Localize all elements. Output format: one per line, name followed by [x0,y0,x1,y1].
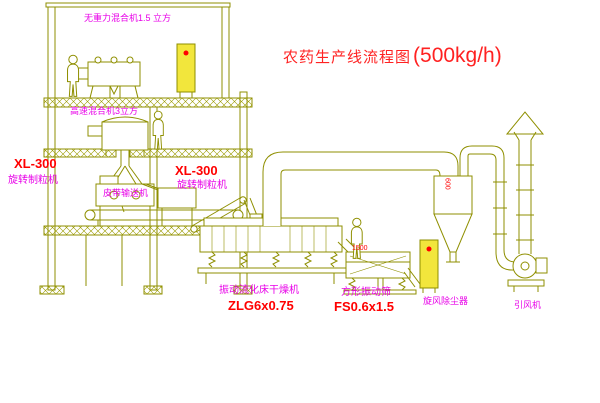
label-high-speed-mixer: 高速混合机3立方 [70,106,139,116]
label-granulator-left-model: XL-300 [14,156,57,171]
gravity-mixer [75,56,141,99]
cyclone-separator [433,175,473,263]
control-cabinet-right [419,239,439,293]
label-fan: 引风机 [514,300,542,310]
label-vibrating-sieve-model: FS0.6x1.5 [334,299,394,314]
exhaust-duct [262,151,459,226]
label-vibrating-sieve: 方形振动筛 [341,287,391,298]
label-cyclone: 旋风除尘器 [423,296,469,306]
control-cabinet-top [176,43,196,98]
exhaust-stack [505,111,545,254]
label-fluid-bed-dryer: 振动流化床干燥机 [219,285,299,296]
diagram-title-capacity: (500kg/h) [413,44,502,67]
annotation-duct-dim: 600 [443,178,451,190]
person-figure-1 [67,54,80,97]
diagram-title-text: 农药生产线流程图 [283,49,412,66]
induced-draft-fan [507,253,548,292]
high-speed-mixer [87,116,149,156]
label-granulator-mid-name: 旋转制粒机 [177,180,227,191]
label-granulator-left-name: 旋转制粒机 [8,175,58,186]
granulator-left [95,175,155,226]
label-belt-conveyor: 皮带输送机 [103,188,149,198]
vibrating-sieve [337,238,421,295]
granulator-right [141,183,197,226]
diagram-title: 农药生产线流程图 (500kg/h) [283,44,502,68]
cyclone-outlet-duct [459,145,519,271]
rain-cap [505,111,545,141]
annotation-sieve-dim: 1500 [352,245,368,252]
label-fluid-bed-dryer-model: ZLG6x0.75 [228,298,294,313]
label-granulator-mid-model: XL-300 [175,163,218,178]
label-gravity-mixer: 无重力混合机1.5 立方 [84,13,172,23]
